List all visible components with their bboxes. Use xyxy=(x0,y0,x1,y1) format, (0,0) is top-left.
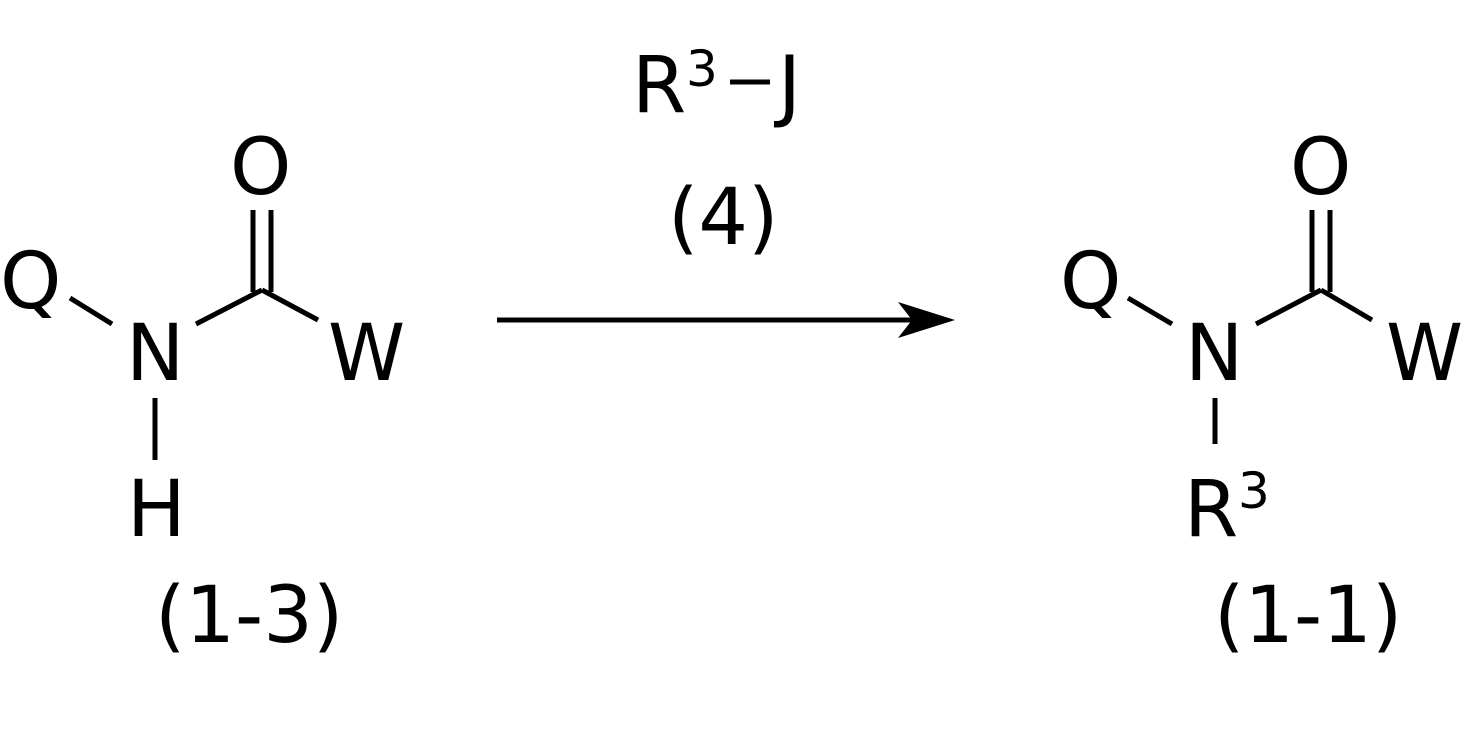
reagent-j: J xyxy=(773,41,801,131)
bond-c-w xyxy=(1321,290,1372,320)
atom-w: W xyxy=(328,309,405,399)
atom-n: N xyxy=(1185,309,1243,399)
bond-q-n xyxy=(1128,298,1172,324)
bond-n-c xyxy=(196,290,262,324)
reagent-r: R xyxy=(632,41,686,131)
bond-q-n xyxy=(70,298,112,324)
reaction-arrow xyxy=(497,302,955,338)
reactant-label: (1-3) xyxy=(155,571,343,661)
bond-n-c xyxy=(1256,290,1321,324)
atom-o: O xyxy=(230,123,291,213)
atom-w: W xyxy=(1386,309,1463,399)
reactant-structure: Q N O W H (1-3) xyxy=(0,123,405,661)
reagent: R 3 J (4) xyxy=(632,40,801,263)
atom-r: R xyxy=(1184,465,1238,555)
product-label: (1-1) xyxy=(1214,571,1402,661)
atom-q: Q xyxy=(0,237,61,327)
reagent-r-superscript: 3 xyxy=(686,40,718,98)
atom-n: N xyxy=(126,309,184,399)
atom-r-superscript: 3 xyxy=(1238,462,1270,520)
product-structure: Q N O W R 3 (1-1) xyxy=(1060,123,1463,661)
atom-q: Q xyxy=(1060,237,1121,327)
atom-h: H xyxy=(127,465,186,555)
atom-o: O xyxy=(1290,123,1351,213)
reagent-label: (4) xyxy=(668,173,779,263)
bond-c-w xyxy=(262,290,318,320)
